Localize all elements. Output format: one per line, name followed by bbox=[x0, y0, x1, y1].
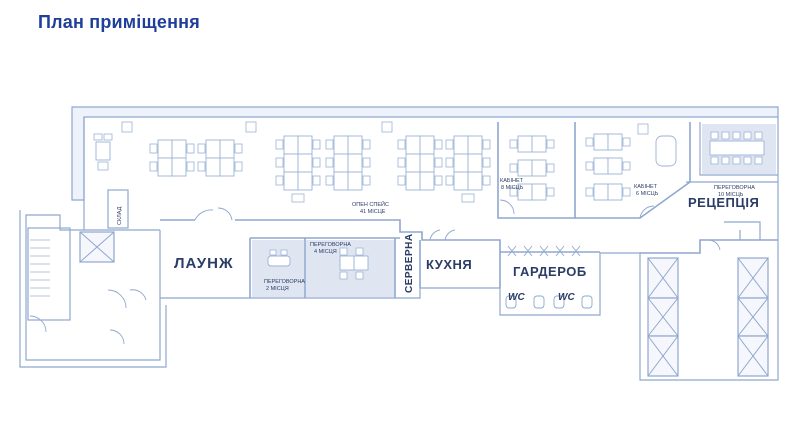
wardrobe-label: ГАРДЕРОБ bbox=[513, 264, 587, 279]
open-space-title: ОПЕН СПЕЙС bbox=[352, 200, 389, 208]
cabinet-6-seats: 6 МІСЦЬ bbox=[636, 191, 659, 197]
interior-walls bbox=[107, 122, 778, 377]
lounge-label: ЛАУНЖ bbox=[174, 255, 234, 272]
kitchen-label: КУХНЯ bbox=[426, 257, 472, 272]
meeting-10-table bbox=[702, 124, 776, 174]
page-title: План приміщення bbox=[38, 12, 200, 32]
reception-label: РЕЦЕПЦІЯ bbox=[688, 195, 759, 210]
meeting-2-title: ПЕРЕГОВОРНА bbox=[264, 279, 305, 285]
wc-1-label: WC bbox=[508, 292, 525, 303]
storage-label: СКЛАД bbox=[117, 206, 123, 225]
meeting-10-title: ПЕРЕГОВОРНА bbox=[714, 185, 755, 191]
meeting-2-seats: 2 МІСЦЯ bbox=[266, 286, 289, 292]
cabinet-6-title: КАБІНЕТ bbox=[634, 184, 658, 190]
meeting-4-title: ПЕРЕГОВОРНА bbox=[310, 242, 351, 248]
wardrobe-fixtures bbox=[505, 245, 593, 309]
wc-2-label: WC bbox=[558, 292, 575, 303]
building-outline bbox=[19, 106, 779, 381]
meeting-4-seats: 4 МІСЦЯ bbox=[314, 249, 337, 255]
cabinet-desks bbox=[509, 123, 677, 201]
open-space-desks bbox=[93, 121, 491, 203]
server-label: СЕРВЕРНА bbox=[404, 233, 415, 293]
cabinet-8-title: КАБІНЕТ bbox=[500, 178, 524, 184]
meeting-10-seats: 10 МІСЦЬ bbox=[718, 192, 744, 198]
meeting-room-fills bbox=[252, 240, 394, 297]
cabinet-8-seats: 8 МІСЦЬ bbox=[501, 185, 524, 191]
open-space-seats: 41 МІСЦЕ bbox=[360, 209, 386, 215]
